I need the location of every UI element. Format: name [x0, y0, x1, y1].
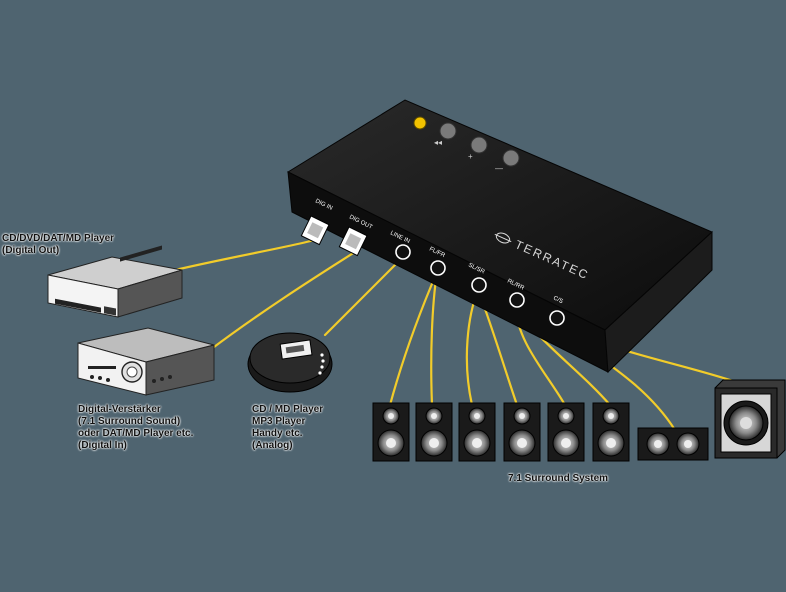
top-button-1 — [439, 122, 457, 140]
label-amplifier-line-3: oder DAT/MD Player etc. — [78, 428, 194, 439]
portable-player — [247, 332, 333, 393]
cable-fr — [430, 270, 439, 407]
top-button-3 — [502, 149, 520, 167]
label-surround-system: 7.1 Surround System — [508, 473, 609, 484]
jack-sl-sr — [471, 277, 487, 293]
center-speaker — [637, 427, 709, 461]
label-amplifier: Digital-Verstärker (7.1 Surround Sound) … — [78, 404, 193, 452]
label-cd-player-line-2: (Digital Out) — [2, 245, 60, 256]
speaker-5 — [547, 402, 585, 462]
cable-dig-out — [208, 248, 360, 352]
label-cd-player: CD/DVD/DAT/MD Player (Digital Out) — [2, 233, 114, 257]
cable-sl — [465, 288, 480, 407]
label-portable-line-2: MP3 Player — [252, 416, 306, 427]
speaker-3 — [458, 402, 496, 462]
speaker-1 — [372, 402, 410, 462]
cd-tray — [55, 298, 101, 313]
device-right-face — [604, 230, 713, 374]
speaker-6 — [592, 402, 630, 462]
cable-dig-in — [173, 236, 324, 272]
label-amplifier-line-4: (Digital In) — [78, 440, 127, 451]
dig-out-port — [338, 226, 368, 257]
label-cd-player-line-1: CD/DVD/DAT/MD Player — [2, 233, 115, 244]
speaker-icon: ◂◂ — [434, 138, 442, 147]
jack-c-s — [549, 310, 565, 326]
amplifier — [77, 327, 215, 396]
cd-display — [104, 306, 116, 316]
port-label-c-s: C/S — [552, 295, 564, 305]
speaker-4 — [503, 402, 541, 462]
jack-fl-fr — [430, 260, 446, 276]
label-amplifier-line-2: (7.1 Surround Sound) — [78, 416, 181, 427]
label-portable-line-4: (Analog) — [252, 440, 293, 451]
minus-icon: — — [495, 164, 503, 173]
label-amplifier-line-1: Digital-Verstärker — [78, 404, 161, 415]
power-led — [413, 116, 427, 130]
speaker-2 — [415, 402, 453, 462]
jack-rl-rr — [509, 292, 525, 308]
terratec-device: ◂◂ + — TERRATEC DIG IN DIG OUT — [286, 99, 713, 374]
label-portable: CD / MD Player MP3 Player Handy etc. (An… — [252, 404, 323, 452]
top-button-2 — [470, 136, 488, 154]
jack-line-in — [395, 244, 411, 260]
label-portable-line-3: Handy etc. — [252, 428, 303, 439]
plus-icon: + — [468, 152, 473, 161]
label-portable-line-1: CD / MD Player — [252, 404, 324, 415]
cable-line-in — [323, 256, 404, 337]
cd-player — [47, 245, 183, 318]
cable-fl — [388, 270, 439, 407]
dig-in-port — [300, 215, 330, 246]
speakers — [372, 379, 786, 462]
subwoofer — [714, 379, 786, 459]
